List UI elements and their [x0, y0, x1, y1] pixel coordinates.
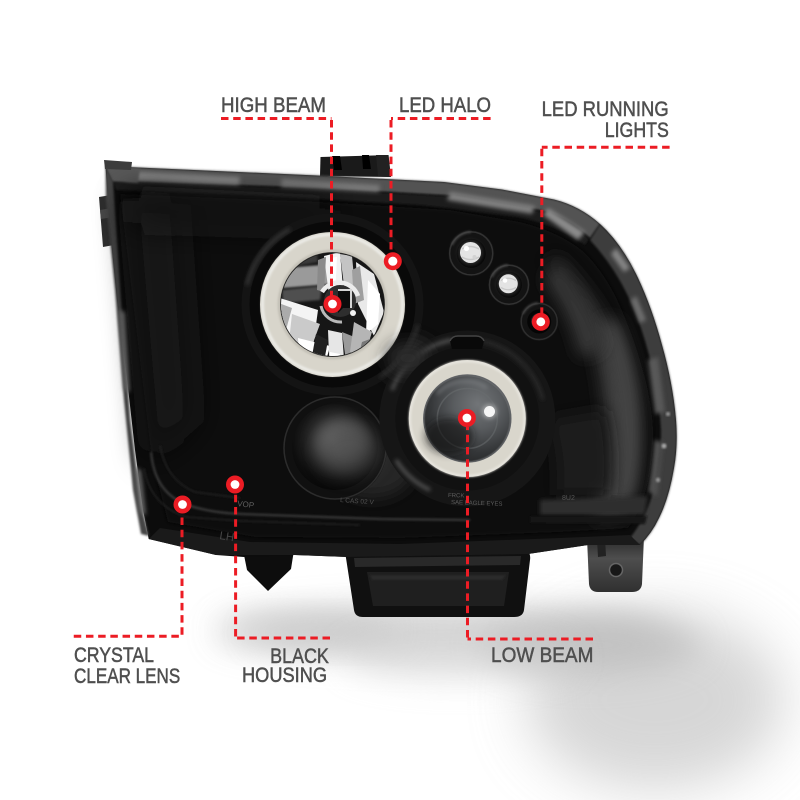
svg-text:LH: LH	[219, 530, 235, 544]
svg-text:8U2: 8U2	[562, 495, 575, 502]
svg-text:SAE EAGLE EYES: SAE EAGLE EYES	[451, 500, 503, 508]
svg-text:FRCK: FRCK	[448, 493, 465, 500]
svg-text:VOP: VOP	[237, 499, 255, 510]
svg-text:L CAS 02 V: L CAS 02 V	[340, 497, 375, 506]
